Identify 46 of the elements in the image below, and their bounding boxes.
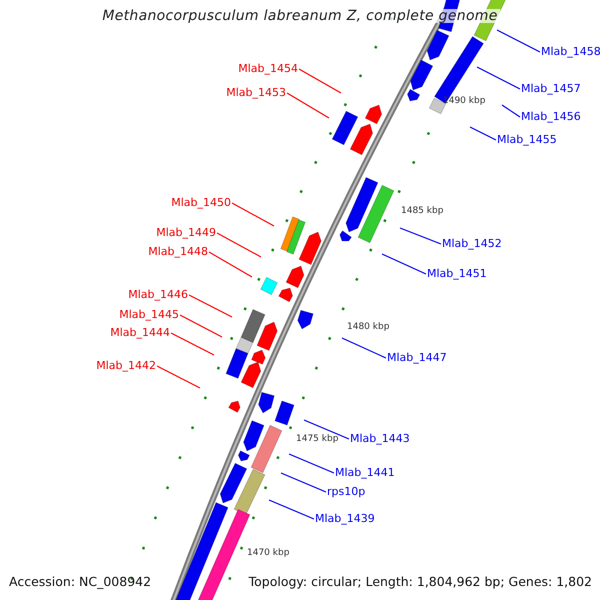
gene-label: Mlab_1443 [350,432,410,446]
leader-line [156,366,200,388]
gene-label: Mlab_1441 [335,466,395,480]
leader-line [288,454,334,474]
leader-line [180,314,222,338]
gene-label: Mlab_1457 [521,82,581,96]
gene-label: Mlab_1444 [110,326,170,340]
gene-label: Mlab_1445 [119,308,179,322]
leader-line [216,232,262,258]
leader-line [502,104,520,118]
gene-label: Mlab_1450 [171,196,231,210]
gene-label: Mlab_1442 [96,359,156,373]
genome-info-text: Topology: circular; Length: 1,804,962 bp; Genes: 1,802 [248,575,592,589]
leader-line [188,294,232,318]
gene-label: Mlab_1449 [156,226,216,240]
scale-label: 1485 kbp [401,205,444,218]
leader-line [208,252,252,278]
gene-label: Mlab_1452 [442,237,502,251]
gene-label: Mlab_1448 [148,245,208,259]
leader-line [496,30,540,52]
gene-label: rps10p [327,485,366,499]
gene-label: Mlab_1439 [315,512,375,526]
leader-line [298,68,342,94]
leader-line [470,126,496,140]
leader-line [286,92,330,118]
leader-line [382,254,426,274]
gene-label: Mlab_1454 [238,62,298,76]
leader-line [268,500,314,520]
gene-label: Mlab_1453 [226,86,286,100]
gene-label: Mlab_1447 [387,351,447,365]
gene-label: Mlab_1451 [427,267,487,281]
accession-text: Accession: NC_008942 [9,575,152,589]
scale-label: 1480 kbp [347,321,390,334]
gene-label: Mlab_1458 [541,45,600,59]
gene-label: Mlab_1456 [521,110,581,124]
gene-label: Mlab_1446 [128,288,188,302]
leader-line [342,338,386,358]
gene-label: Mlab_1455 [497,133,557,147]
leader-line [232,202,274,226]
leader-line [304,420,350,440]
leader-line [170,332,214,356]
scale-label: 1475 kbp [296,433,338,446]
leader-line [400,227,442,245]
leader-line [280,472,326,492]
scale-label: 1470 kbp [247,547,290,560]
leader-line [476,66,520,90]
